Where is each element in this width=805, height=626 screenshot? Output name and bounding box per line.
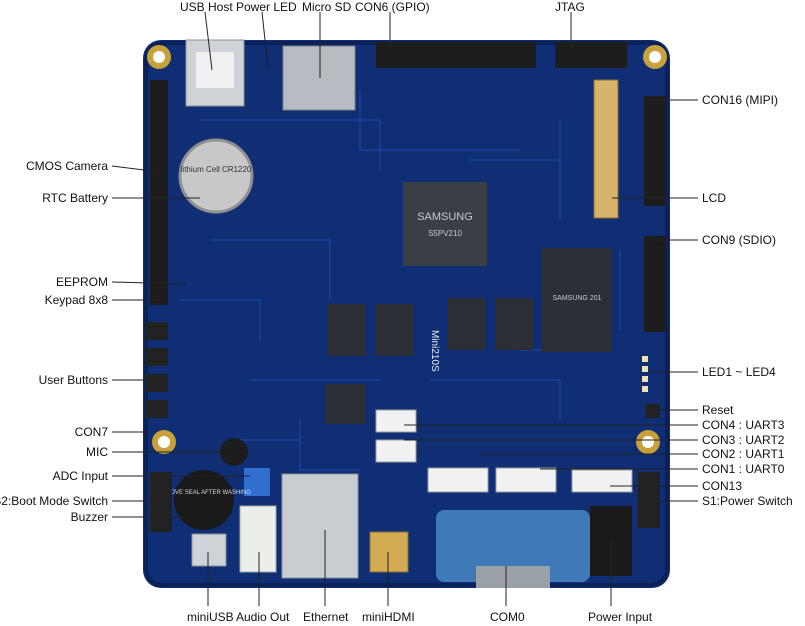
label-ethernet: Ethernet: [303, 610, 349, 624]
audio-jack: [239, 505, 277, 573]
label-power-led: Power LED: [236, 0, 297, 14]
pcb-traces: [180, 90, 621, 471]
mounting-holes: [147, 45, 667, 454]
label-con13: CON13: [702, 479, 743, 493]
nand-text: SAMSUNG 201: [552, 295, 601, 302]
keypad-header: [150, 205, 168, 305]
power-switch: [638, 472, 660, 528]
label-power-switch: S1:Power Switch: [702, 494, 793, 508]
label-mini-usb: miniUSB: [187, 610, 234, 624]
label-boot-switch: S2:Boot Mode Switch: [0, 494, 108, 508]
soc-sub-text: S5PV210: [428, 229, 462, 238]
label-jtag: JTAG: [555, 0, 585, 14]
label-adc-input: ADC Input: [52, 469, 108, 483]
label-reset: Reset: [702, 403, 734, 417]
gpio-header: [376, 42, 536, 68]
label-con9-sdio: CON9 (SDIO): [702, 233, 777, 247]
mipi-header: [644, 96, 666, 206]
com0-connector: [436, 510, 590, 582]
leader-lines: [111, 11, 698, 606]
leds: [642, 356, 648, 392]
boot-switch: [150, 472, 172, 532]
label-con7: CON7: [74, 425, 108, 439]
mini-usb-port: [191, 533, 227, 567]
label-cmos-camera: CMOS Camera: [25, 159, 108, 173]
lcd-connector: [593, 79, 619, 219]
label-micro-sd: Micro SD: [302, 0, 352, 14]
micro-sd-slot: [282, 45, 356, 111]
soc-chip: [403, 182, 487, 266]
reset-button-art: [646, 404, 660, 418]
label-eeprom: EEPROM: [55, 275, 108, 289]
adc-pot: [244, 468, 270, 496]
mic: [220, 438, 248, 466]
label-power-input: Power Input: [588, 610, 653, 624]
user-buttons-art: [146, 322, 168, 418]
label-con1-uart0: CON1 : UART0: [702, 462, 785, 476]
ethernet-chip: [326, 384, 366, 424]
label-leds: LED1 ~ LED4: [702, 365, 776, 379]
label-con16-mipi: CON16 (MIPI): [702, 93, 779, 107]
label-com0: COM0: [490, 610, 525, 624]
label-con6-gpio: CON6 (GPIO): [355, 0, 430, 14]
jtag-header: [555, 42, 627, 68]
mini-hdmi-port: [369, 531, 409, 573]
label-usb-host: USB Host: [180, 0, 233, 14]
label-lcd: LCD: [702, 191, 727, 205]
sdio-header: [644, 236, 666, 332]
battery-text: lithium Cell CR1220: [181, 165, 252, 174]
board-name-text: Mini210S: [429, 330, 440, 372]
soc-text: SAMSUNG: [417, 211, 473, 223]
nand-chip: [542, 248, 612, 352]
ram-chips: [328, 298, 534, 356]
label-user-buttons: User Buttons: [38, 373, 108, 387]
buzzer: [174, 470, 234, 530]
label-rtc-battery: RTC Battery: [42, 191, 108, 205]
label-keypad: Keypad 8x8: [44, 293, 108, 307]
label-con2-uart1: CON2 : UART1: [702, 447, 785, 461]
label-con3-uart2: CON3 : UART2: [702, 433, 785, 447]
label-buzzer: Buzzer: [70, 510, 108, 524]
rtc-battery: [178, 138, 254, 214]
ethernet-jack: [281, 473, 359, 579]
uart-connectors: [375, 409, 633, 493]
sticker-text: REMOVE SEAL AFTER WASHING: [157, 490, 251, 496]
label-audio-out: Audio Out: [236, 610, 290, 624]
label-mic: MIC: [86, 445, 108, 459]
label-mini-hdmi: miniHDMI: [362, 610, 415, 624]
label-con4-uart3: CON4 : UART3: [702, 418, 785, 432]
